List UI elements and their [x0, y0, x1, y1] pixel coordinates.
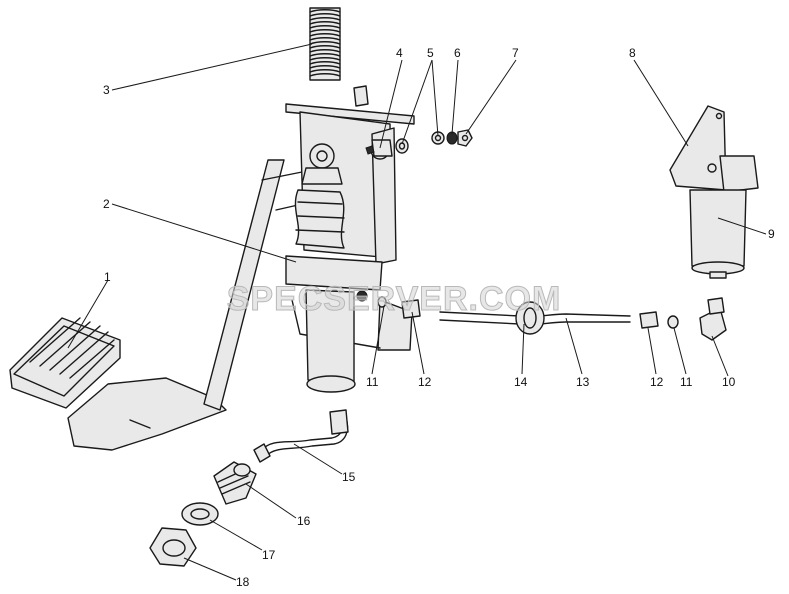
callout-7: 7	[512, 46, 519, 60]
bolt	[365, 139, 393, 157]
spring	[309, 7, 341, 81]
callout-12-right: 12	[650, 375, 664, 389]
washer-left	[377, 296, 387, 308]
hose-clamp-left	[401, 299, 421, 319]
fluid-reservoir	[689, 155, 759, 279]
callout-4: 4	[396, 46, 403, 60]
spring-coil	[309, 41, 341, 45]
callout-10: 10	[722, 375, 736, 389]
spring-coil	[309, 45, 341, 49]
callout-6: 6	[454, 46, 461, 60]
callout-1: 1	[104, 270, 111, 284]
spring-coil	[309, 37, 341, 41]
master-cylinder	[285, 143, 383, 393]
spring-coil	[309, 57, 341, 61]
threaded-union	[213, 461, 257, 505]
nut	[149, 527, 197, 567]
pedal-lever	[67, 159, 321, 451]
pipe	[253, 409, 349, 463]
pedal-pad	[9, 317, 121, 409]
spring-coil	[309, 13, 341, 17]
spring-coil	[309, 53, 341, 57]
spring-coil	[309, 21, 341, 25]
elbow-fitting	[699, 297, 727, 341]
callout-9: 9	[768, 227, 775, 241]
callout-11-right: 11	[680, 375, 693, 389]
callout-15: 15	[342, 470, 356, 484]
hose-clamp-right	[639, 311, 659, 329]
callout-17: 17	[262, 548, 276, 562]
spring-coil	[309, 29, 341, 33]
callout-labels: 3 2 1 4 5 6 7 8 9 10 11 11 12 12 13 14 1…	[103, 46, 775, 589]
callout-8: 8	[629, 46, 636, 60]
spring-coil	[309, 49, 341, 53]
reservoir-bracket	[669, 105, 727, 191]
washer-right	[667, 315, 679, 329]
leader-lines	[67, 43, 767, 581]
callout-12-left: 12	[418, 375, 432, 389]
callout-14: 14	[514, 375, 528, 389]
callout-3: 3	[103, 83, 110, 97]
washer-pair	[395, 131, 445, 154]
spring-coil	[309, 65, 341, 69]
spring-coil	[309, 17, 341, 21]
callout-18: 18	[236, 575, 250, 589]
spring-coil	[309, 73, 341, 77]
spring-coil	[309, 33, 341, 37]
callout-11-left: 11	[366, 375, 379, 389]
spring-coil	[309, 9, 341, 13]
spring-coil	[309, 25, 341, 29]
hex-nut	[457, 129, 473, 147]
callout-16: 16	[297, 514, 311, 528]
callout-5: 5	[427, 46, 434, 60]
spring-coil	[309, 61, 341, 65]
grommet	[515, 301, 545, 335]
callout-13: 13	[576, 375, 590, 389]
watermark: SPECSERVER.COM	[227, 280, 562, 318]
lock-washer	[181, 502, 219, 526]
spring-coil	[309, 69, 341, 73]
callout-2: 2	[103, 197, 110, 211]
